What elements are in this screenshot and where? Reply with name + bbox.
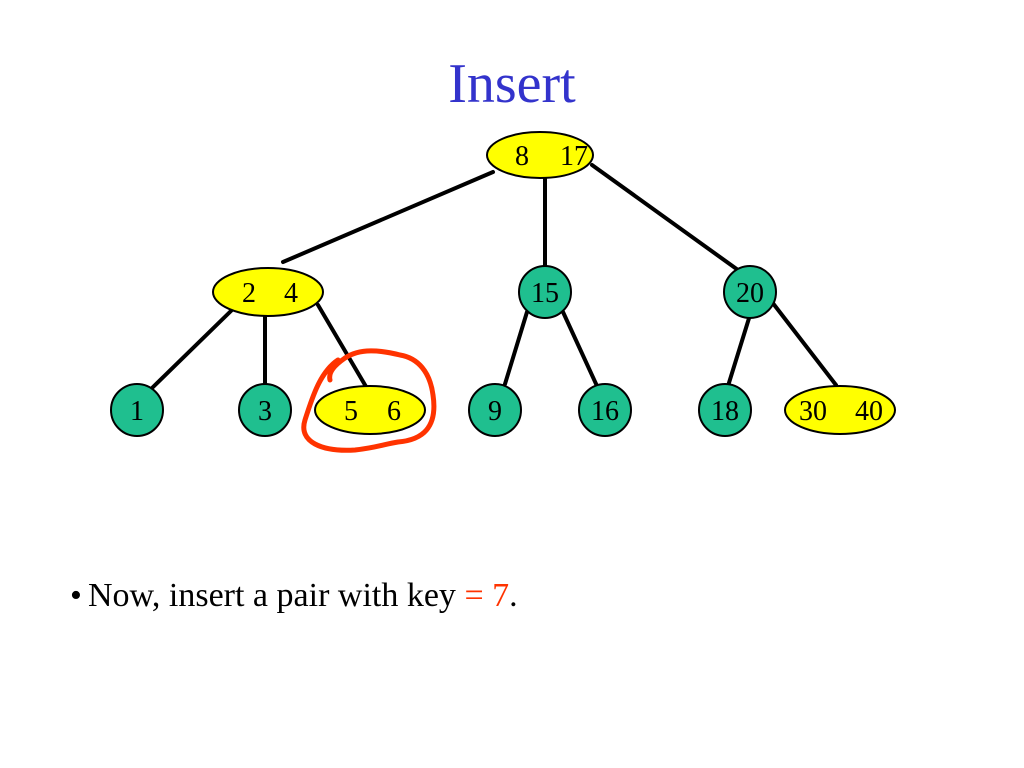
leaf-18-key: 18 [711, 396, 739, 427]
leaf-5-6: 5 6 [314, 385, 426, 435]
node-2-4-key-2: 4 [284, 278, 298, 309]
node-2-4-shape [212, 267, 324, 317]
node-20-shape [723, 265, 777, 319]
leaf-3-key: 3 [258, 396, 272, 427]
highlight-circle [301, 348, 437, 453]
edge-2-4-to-5-6 [316, 303, 370, 392]
bullet-item: •Now, insert a pair with key = 7. [70, 574, 518, 618]
leaf-1-key: 1 [130, 396, 144, 427]
leaf-5-6-key-2: 6 [387, 396, 401, 427]
edge-20-to-18 [726, 313, 752, 388]
leaf-16: 16 [578, 383, 632, 437]
node-15-shape [518, 265, 572, 319]
node-root-shape [486, 131, 594, 179]
node-15: 15 [518, 265, 572, 319]
leaf-1: 1 [110, 383, 164, 437]
leaf-30-40: 30 40 [784, 385, 896, 435]
node-root: 8 17 [486, 131, 594, 179]
node-15-key: 15 [531, 278, 559, 309]
leaf-30-40-key-1: 30 [799, 396, 827, 427]
leaf-16-shape [578, 383, 632, 437]
edge-2-4-to-1 [148, 306, 236, 392]
tree-edges [148, 163, 838, 392]
leaf-9-shape [468, 383, 522, 437]
leaf-3-shape [238, 383, 292, 437]
leaf-18: 18 [698, 383, 752, 437]
leaf-16-key: 16 [591, 396, 619, 427]
bullet-key-text: = 7 [464, 577, 510, 614]
leaf-1-shape [110, 383, 164, 437]
bullet-marker: • [70, 577, 82, 614]
node-20-key: 20 [736, 278, 764, 309]
edge-root-to-2-4 [281, 170, 495, 264]
leaf-9: 9 [468, 383, 522, 437]
edge-20-to-30-40 [770, 300, 838, 387]
node-2-4-key-1: 2 [242, 278, 256, 309]
bullet-text: Now, insert a pair with key [88, 577, 465, 614]
leaf-5-6-shape [314, 385, 426, 435]
node-root-key-1: 8 [515, 141, 529, 172]
node-20: 20 [723, 265, 777, 319]
bullet-text-end: . [509, 577, 518, 614]
leaf-30-40-key-2: 40 [855, 396, 883, 427]
leaf-18-shape [698, 383, 752, 437]
leaf-9-key: 9 [488, 396, 502, 427]
edge-15-to-16 [561, 310, 599, 388]
leaf-30-40-shape [784, 385, 896, 435]
slide-title: Insert [448, 53, 576, 115]
leaf-3: 3 [238, 383, 292, 437]
node-2-4: 2 4 [212, 267, 324, 317]
node-root-key-2: 17 [560, 141, 588, 172]
leaf-5-6-key-1: 5 [344, 396, 358, 427]
edge-root-to-20 [590, 163, 740, 272]
edge-15-to-9 [503, 310, 529, 386]
